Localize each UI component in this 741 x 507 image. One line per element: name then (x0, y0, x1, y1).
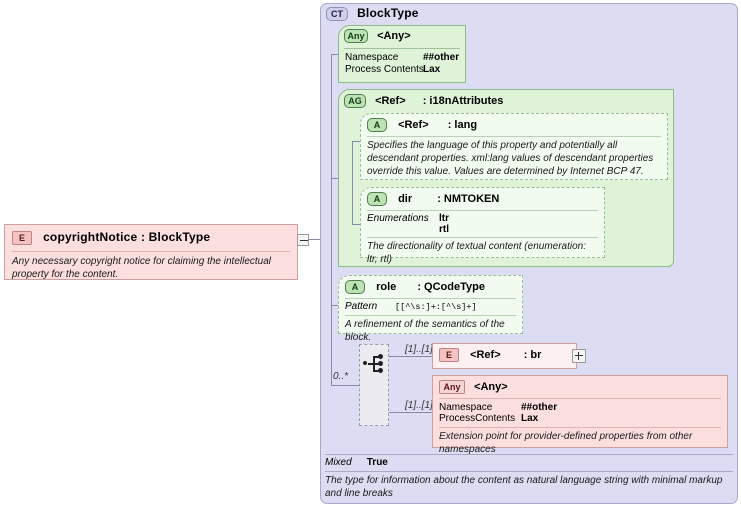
connector-branch-role (331, 305, 339, 306)
connector-trunk-ag (352, 141, 353, 224)
any-top-prop-processcontents-value: Lax (423, 64, 441, 75)
attribute-dir-name: dir (398, 192, 413, 205)
attribute-dir-facet-label: Enumerations (367, 213, 429, 224)
element-br-header: E <Ref> : br (439, 348, 541, 362)
attribute-role[interactable]: A role : QCodeType Pattern [[^\s:]+:[^\s… (338, 275, 523, 343)
element-documentation: Any necessary copyright notice for claim… (12, 256, 272, 280)
choice-glyph (368, 363, 374, 365)
choice-occurrence-label: 0..* (333, 371, 349, 382)
divider (325, 471, 733, 472)
choice-glyph (373, 356, 379, 358)
divider (344, 48, 460, 49)
any-bottom-header: Any <Any> (439, 380, 508, 394)
element-header: E copyrightNotice : BlockType (12, 230, 211, 246)
any-bottom-prop-namespace-key: Namespace (439, 402, 493, 413)
attribute-role-name: role (376, 280, 397, 293)
any-top-title: <Any> (377, 29, 411, 42)
attribute-badge-icon: A (367, 118, 387, 132)
element-br[interactable]: E <Ref> : br (432, 343, 586, 369)
element-title: copyrightNotice : BlockType (43, 230, 211, 244)
mixed-value: True (366, 457, 388, 468)
choice-glyph-dot (378, 354, 383, 359)
any-top-header: Any <Any> (339, 26, 465, 43)
attribute-group-name: : i18nAttributes (422, 94, 504, 107)
any-element-top[interactable]: Any <Any> Namespace ##other Process Cont… (338, 25, 466, 83)
complextype-title: BlockType (357, 6, 419, 20)
choice-glyph (373, 363, 379, 365)
attribute-role-pattern-value: [[^\s:]+:[^\s]+] (395, 302, 477, 312)
connector-trunk (331, 54, 332, 386)
mixed-row: Mixed True (325, 456, 733, 470)
connector-branch-dir (352, 224, 361, 225)
connector-branch-choice (331, 385, 359, 386)
divider (345, 315, 516, 316)
any-top-prop-namespace-key: Namespace (345, 52, 399, 63)
divider (325, 454, 733, 455)
connector-branch-any (331, 54, 339, 55)
connector-branch-ag (331, 178, 339, 179)
attribute-dir-type: : NMTOKEN (437, 192, 500, 205)
element-badge-icon: E (439, 348, 459, 362)
any-bottom-prop-namespace-value: ##other (521, 402, 558, 413)
element-badge-icon: E (12, 231, 32, 246)
any-bottom-title: <Any> (474, 380, 508, 393)
attribute-role-type: : QCodeType (417, 280, 485, 293)
attribute-dir-header: A dir : NMTOKEN (367, 192, 499, 206)
complextype-badge-icon: CT (326, 7, 348, 22)
divider (12, 251, 290, 252)
element-br-name: : br (523, 348, 542, 361)
expand-toggle-icon[interactable] (572, 349, 586, 363)
any-bottom-prop-processcontents-key: ProcessContents (439, 413, 516, 424)
any-top-prop-processcontents-key: Process Contents (345, 64, 424, 75)
mixed-label: Mixed (325, 457, 352, 468)
branch-occurrence-top: [1]..[1] (405, 344, 433, 355)
attribute-lang-ref: <Ref> (398, 118, 429, 131)
complextype-header: CT BlockType (326, 6, 526, 22)
attribute-group-header: AG <Ref> : i18nAttributes (344, 94, 503, 108)
any-badge-icon: Any (344, 29, 368, 43)
attribute-role-facet-label: Pattern (345, 301, 378, 312)
connector-branch-br (389, 356, 432, 357)
attribute-badge-icon: A (345, 280, 365, 294)
choice-glyph-dot (378, 368, 383, 373)
any-badge-icon: Any (439, 380, 465, 394)
element-br-ref: <Ref> (470, 348, 501, 361)
attribute-dir-documentation: The directionality of textual content (e… (367, 241, 587, 265)
any-bottom-prop-processcontents-value: Lax (521, 413, 539, 424)
choice-compositor[interactable] (359, 344, 389, 426)
divider (367, 237, 598, 238)
collapse-toggle-icon[interactable] (297, 234, 309, 246)
attribute-role-header: A role : QCodeType (345, 280, 485, 294)
attributegroup-badge-icon: AG (344, 94, 366, 108)
attribute-lang[interactable]: A <Ref> : lang Specifies the language of… (360, 113, 668, 180)
choice-glyph-dot (363, 361, 367, 365)
any-element-bottom[interactable]: Any <Any> Namespace ##other ProcessConte… (432, 375, 728, 455)
any-bottom-documentation: Extension point for provider-defined pro… (439, 431, 693, 455)
connector-branch-any-bottom (389, 412, 432, 413)
divider (367, 136, 661, 137)
divider (367, 210, 598, 211)
complextype-documentation: The type for information about the conte… (325, 475, 723, 499)
element-copyright-notice[interactable]: E copyrightNotice : BlockType Any necess… (4, 224, 298, 280)
divider (439, 398, 721, 399)
connector-branch-lang (352, 141, 361, 142)
connector-line (309, 239, 323, 240)
choice-glyph (373, 370, 379, 372)
divider (439, 427, 721, 428)
choice-glyph-dot (378, 361, 383, 366)
any-top-prop-namespace-value: ##other (423, 52, 460, 63)
attribute-role-documentation: A refinement of the semantics of the blo… (345, 319, 505, 343)
attribute-group-ref: <Ref> (375, 94, 406, 107)
attribute-lang-name: : lang (447, 118, 478, 131)
attribute-dir-enum-rtl: rtl (439, 224, 449, 235)
attribute-lang-header: A <Ref> : lang (367, 118, 477, 132)
attribute-dir-enum-ltr: ltr (439, 213, 449, 224)
attribute-dir[interactable]: A dir : NMTOKEN Enumerations ltr rtl The… (360, 187, 605, 265)
divider (345, 298, 516, 299)
attribute-badge-icon: A (367, 192, 387, 206)
branch-occurrence-bottom: [1]..[1] (405, 400, 433, 411)
attribute-lang-documentation: Specifies the language of this property … (367, 140, 654, 177)
